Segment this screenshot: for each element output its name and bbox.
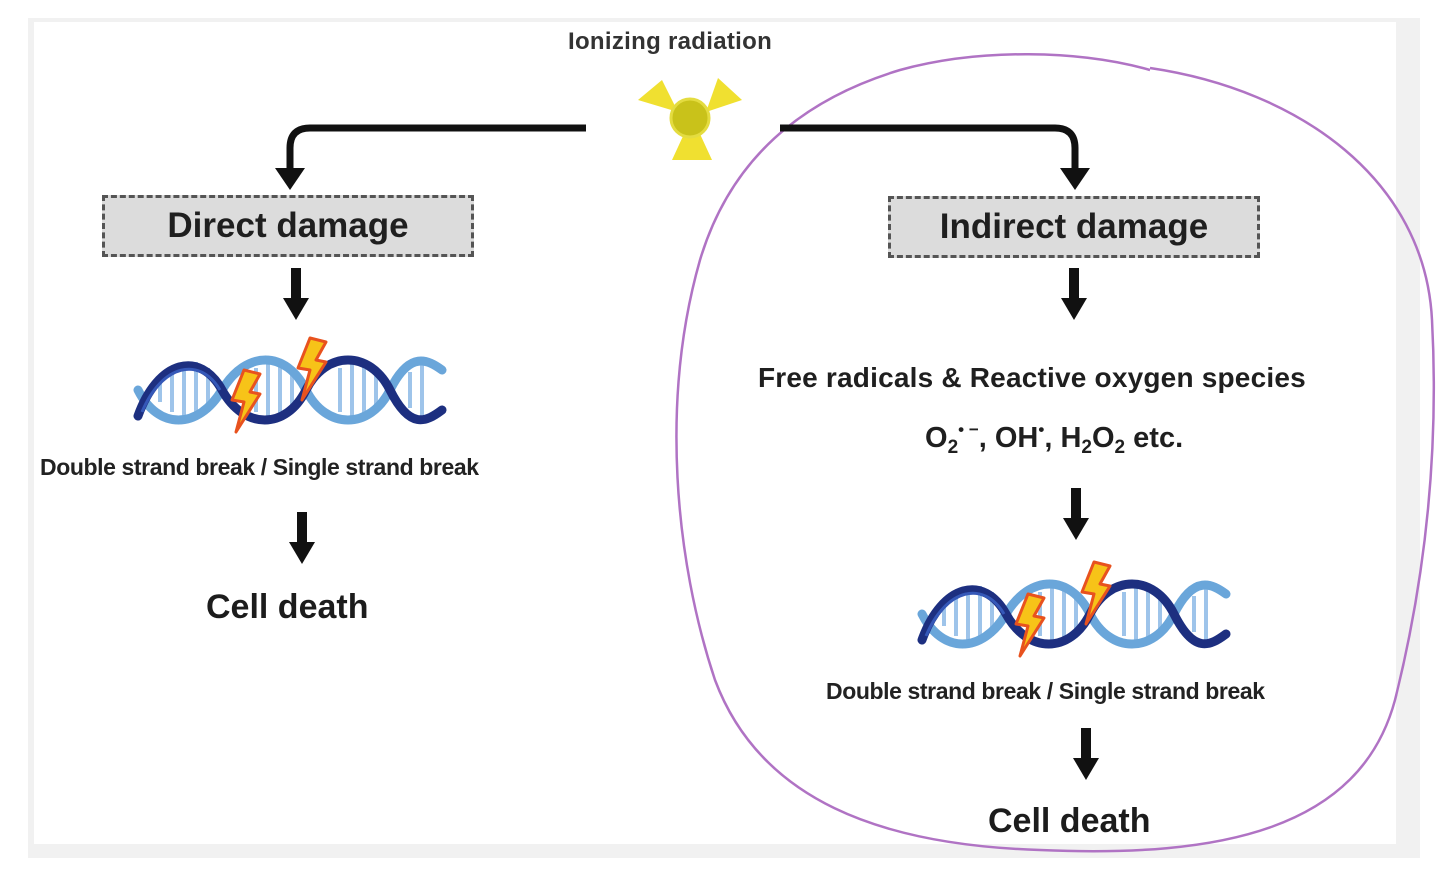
formula-o-sub: 2 — [1114, 437, 1126, 458]
formula-h: , H — [1044, 422, 1082, 454]
highlight-circle — [675, 53, 1436, 853]
indirect-damage-box: Indirect damage — [888, 196, 1260, 258]
formula-oh: , OH — [978, 422, 1039, 454]
left-break-label: Double strand break / Single strand brea… — [40, 454, 479, 480]
species-label: Free radicals & Reactive oxygen species — [758, 362, 1306, 393]
arrow-down-icon — [1073, 728, 1099, 780]
left-branch-line — [286, 124, 586, 172]
species-formula: O2• −, OH•, H2O2 etc. — [925, 420, 1183, 459]
right-branch-arrowhead — [1060, 168, 1090, 190]
radiation-icon — [638, 78, 742, 160]
formula-o2: O — [925, 422, 948, 454]
diagram-title: Ionizing radiation — [568, 28, 773, 55]
figure-canvas — [34, 22, 1396, 844]
direct-damage-label: Direct damage — [167, 206, 409, 245]
direct-damage-box: Direct damage — [102, 195, 474, 257]
arrow-down-icon — [289, 512, 315, 564]
arrow-down-icon — [1061, 268, 1087, 320]
indirect-damage-label: Indirect damage — [939, 207, 1209, 246]
arrow-down-icon — [283, 268, 309, 320]
right-branch-line — [780, 124, 1079, 172]
left-outcome-label: Cell death — [206, 588, 369, 626]
formula-o2-sup: • − — [958, 420, 979, 439]
left-branch-arrowhead — [275, 168, 305, 190]
dna-helix-icon — [138, 360, 442, 420]
formula-o: O — [1091, 422, 1115, 454]
right-outcome-label: Cell death — [988, 802, 1151, 840]
right-break-label: Double strand break / Single strand brea… — [826, 678, 1265, 704]
formula-o2-sub: 2 — [947, 437, 959, 458]
arrow-down-icon — [1063, 488, 1089, 540]
formula-etc: etc. — [1125, 422, 1184, 454]
formula-h-sub: 2 — [1081, 437, 1092, 458]
dna-helix-icon — [922, 584, 1226, 644]
formula-oh-sup: • — [1038, 420, 1045, 439]
